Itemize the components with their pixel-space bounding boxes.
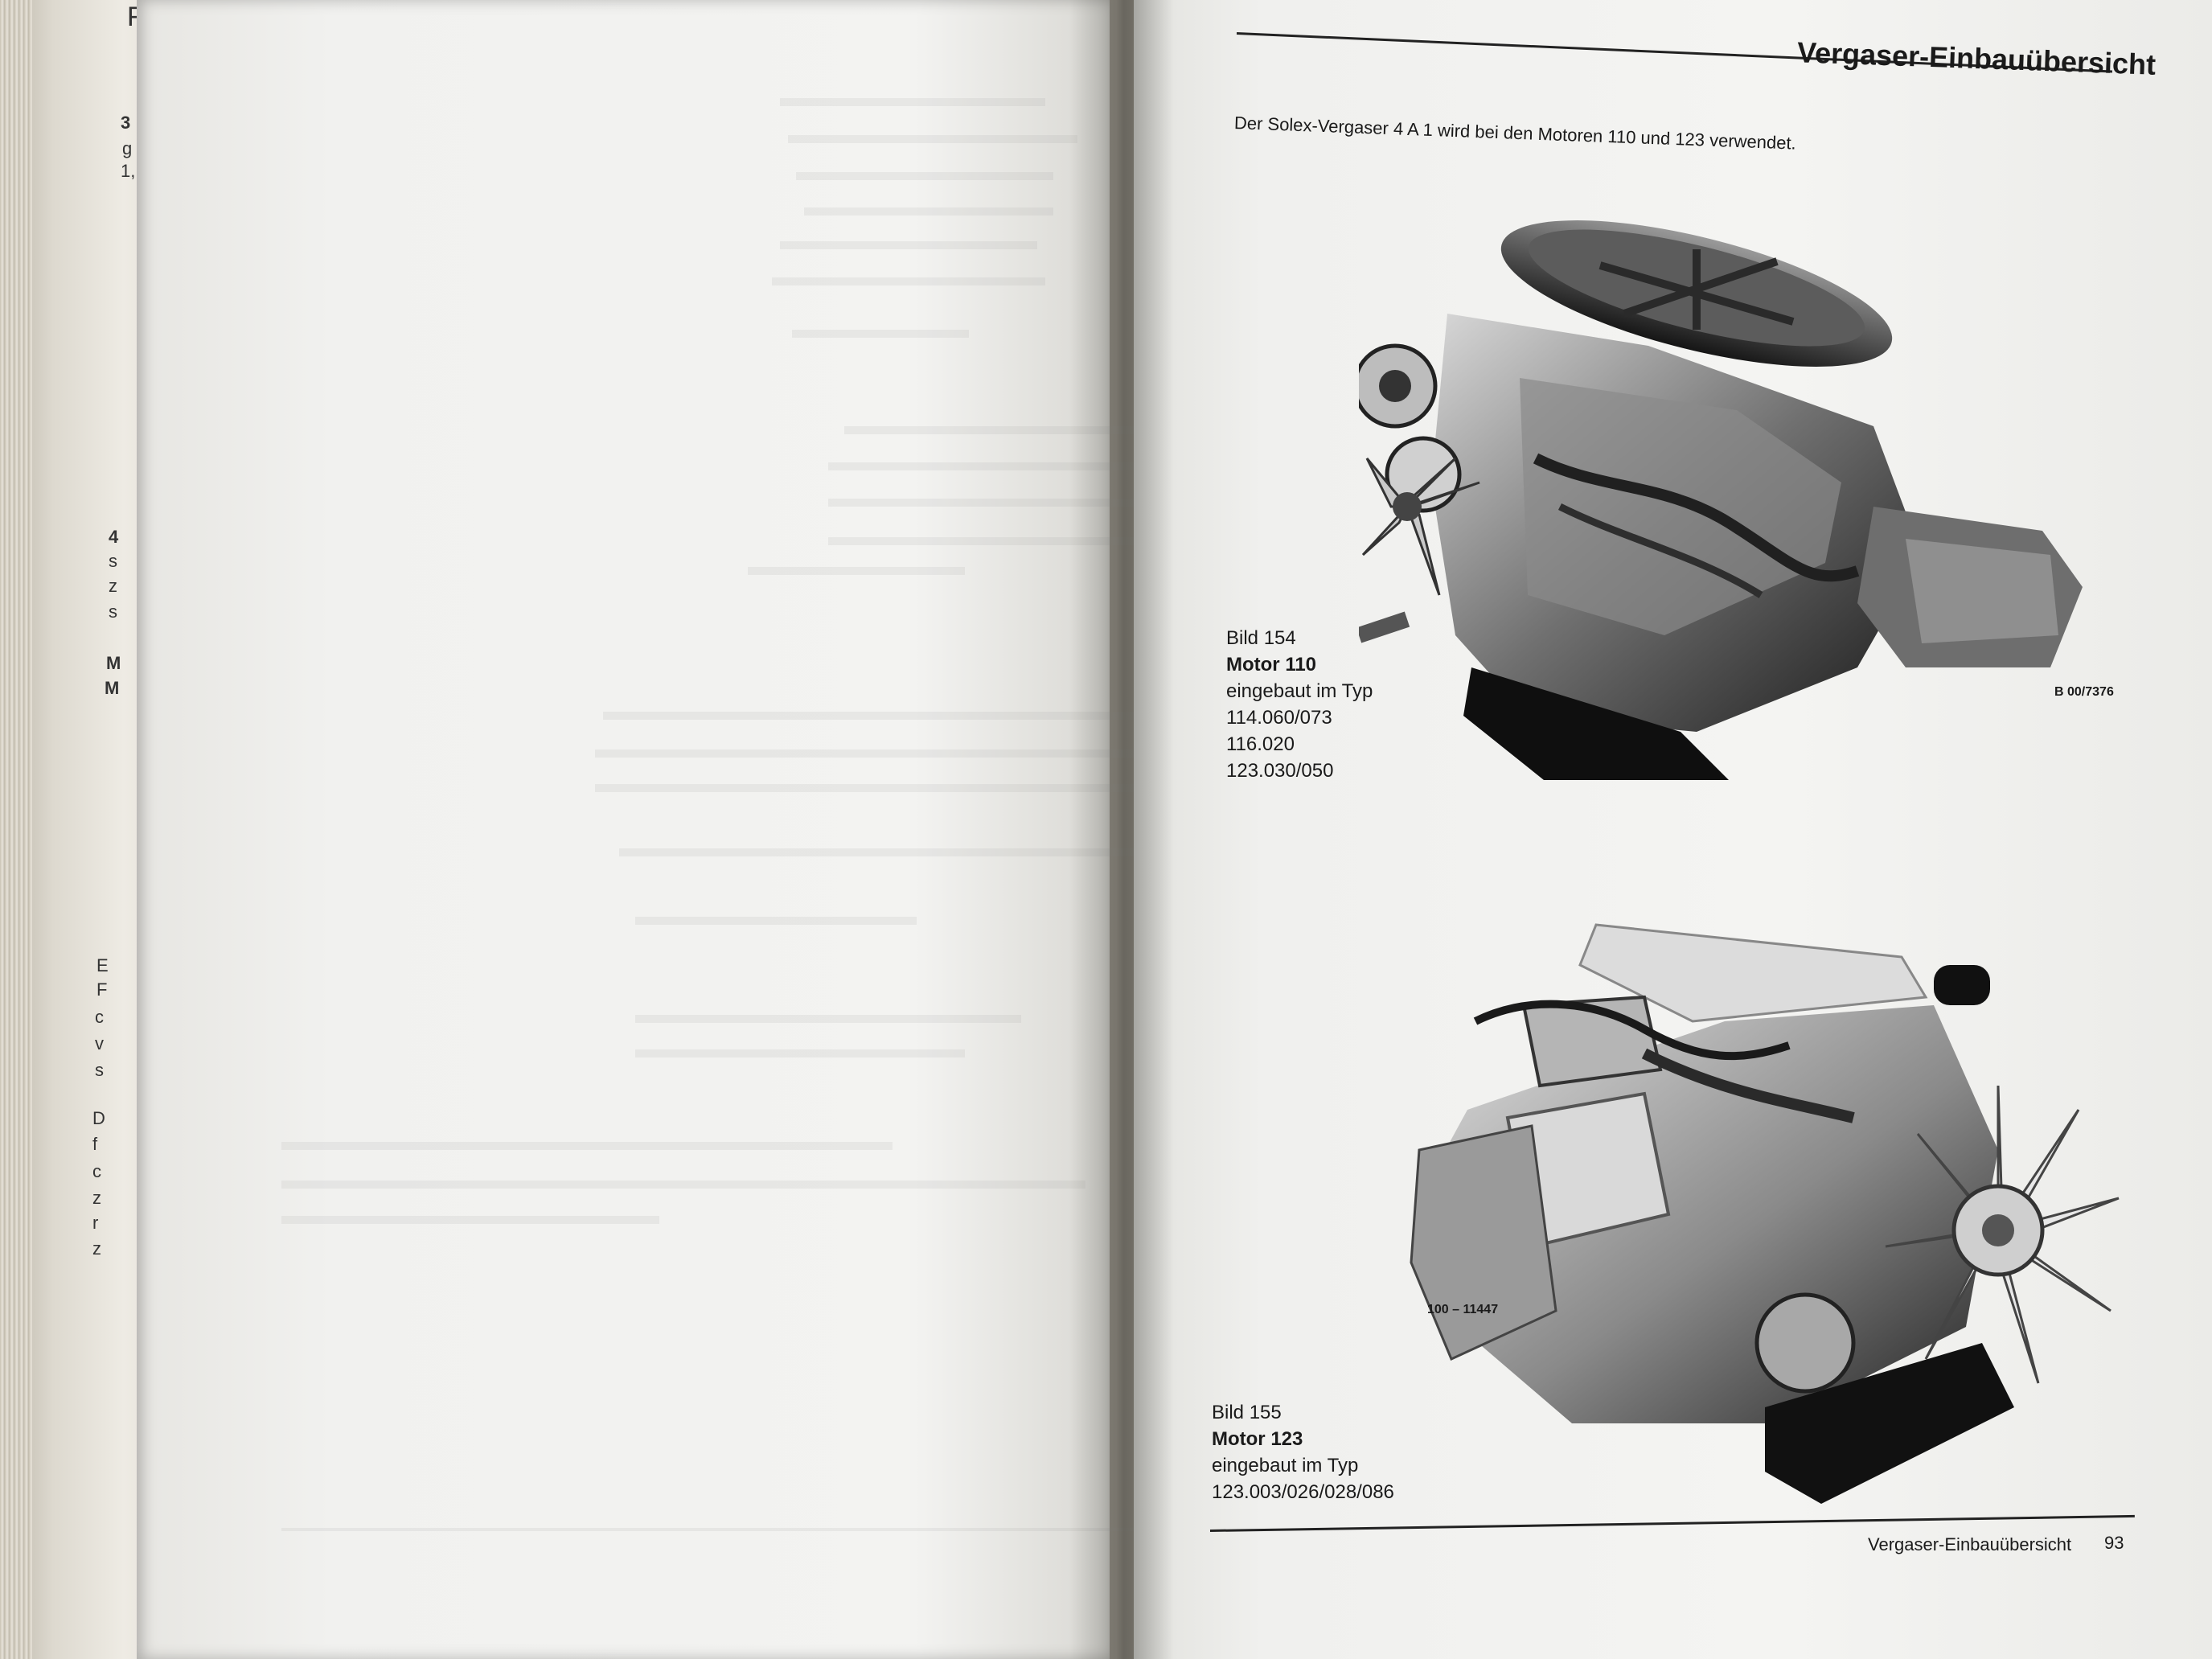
hose	[1557, 503, 1763, 598]
cylinder-head	[1520, 378, 1841, 635]
show-through-line	[788, 135, 1077, 143]
show-through-line	[281, 1216, 659, 1224]
margin-fragment: 3	[121, 113, 131, 133]
show-through-line	[748, 567, 965, 575]
photo-code: B 00/7376	[2054, 685, 2114, 699]
transmission-housing	[1906, 539, 2058, 643]
margin-fragment: F	[96, 979, 108, 1000]
margin-fragment: s	[95, 1060, 104, 1080]
hose	[1641, 1048, 1855, 1123]
figure-caption: Bild 154 Motor 110 eingebaut im Typ 114.…	[1226, 625, 1373, 784]
show-through-line	[772, 277, 1045, 285]
margin-fragment: D	[92, 1108, 105, 1128]
valve-cover	[1578, 923, 1928, 1023]
margin-fragment: M	[105, 678, 120, 698]
oil-pan	[1463, 667, 1729, 780]
show-through-line	[796, 172, 1053, 180]
margin-fragment: c	[95, 1007, 104, 1027]
installed-label: eingebaut im Typ	[1212, 1455, 1359, 1476]
oil-pan	[1765, 1343, 2014, 1504]
margin-fragment: 4	[109, 527, 119, 547]
pulley-hub	[1379, 370, 1411, 402]
margin-fragment: s	[109, 602, 117, 622]
show-through-line	[281, 1142, 893, 1150]
show-through-line	[595, 784, 1150, 792]
show-through-line	[828, 462, 1222, 470]
cooling-fan	[1361, 457, 1480, 596]
type-number: 123.030/050	[1226, 760, 1334, 782]
oil-filler-cap	[1934, 965, 1990, 1005]
margin-fragment: f	[92, 1134, 98, 1154]
footer-section: Vergaser-Einbauübersicht	[1868, 1534, 2072, 1554]
margin-fragment: c	[92, 1161, 101, 1181]
margin-fragment: z	[92, 1188, 101, 1208]
photo-code: 100 – 11447	[1427, 1303, 1499, 1316]
show-through-line	[828, 537, 1174, 545]
type-number: 116.020	[1226, 733, 1295, 755]
show-through-rule	[281, 1528, 1182, 1531]
type-number: 114.060/073	[1226, 707, 1332, 729]
show-through-line	[281, 1181, 1085, 1189]
engine-photo-motor-123	[1410, 923, 2120, 1504]
show-through-line	[780, 241, 1037, 249]
show-through-line	[844, 426, 1222, 434]
left-page	[137, 0, 1222, 1659]
figure-label: Bild 155	[1212, 1402, 1282, 1423]
cooling-fan	[1885, 1085, 2120, 1384]
show-through-line	[804, 207, 1053, 216]
engine-photo-motor-110	[1359, 220, 2083, 780]
show-through-line	[603, 712, 1182, 720]
margin-fragment: z	[92, 1238, 101, 1259]
margin-fragment: v	[95, 1033, 104, 1053]
installed-label: eingebaut im Typ	[1226, 680, 1373, 702]
margin-fragment: s	[109, 551, 117, 571]
show-through-line	[828, 499, 1214, 507]
margin-fragment: 1,	[121, 161, 136, 181]
page-number: 93	[2104, 1533, 2124, 1553]
show-through-line	[780, 98, 1045, 106]
show-through-line	[792, 330, 969, 338]
hose	[1533, 453, 1860, 582]
show-through-line	[635, 917, 917, 925]
book-gutter-shadow	[1069, 0, 1174, 1659]
page-stack-edge	[0, 0, 32, 1659]
figure-caption: Bild 155 Motor 123 eingebaut im Typ 123.…	[1212, 1399, 1394, 1505]
transmission	[1410, 1124, 1557, 1361]
show-through-line	[595, 749, 1174, 758]
margin-fragment: g	[122, 138, 133, 158]
air-filter-ribs	[1598, 249, 1795, 330]
margin-fragment: M	[106, 653, 121, 673]
show-through-line	[619, 848, 1134, 856]
intake-pipe	[1359, 611, 1410, 643]
alternator	[1754, 1292, 1856, 1394]
margin-fragment: r	[92, 1213, 99, 1233]
figure-label: Bild 154	[1226, 627, 1296, 649]
show-through-line	[635, 1049, 965, 1057]
hose	[1473, 1000, 1791, 1061]
margin-fragment: z	[109, 576, 117, 596]
type-number: 123.003/026/028/086	[1212, 1481, 1394, 1503]
show-through-line	[635, 1015, 1021, 1023]
motor-label: Motor 123	[1212, 1428, 1303, 1450]
margin-fragment: E	[96, 955, 109, 975]
motor-label: Motor 110	[1226, 654, 1317, 676]
